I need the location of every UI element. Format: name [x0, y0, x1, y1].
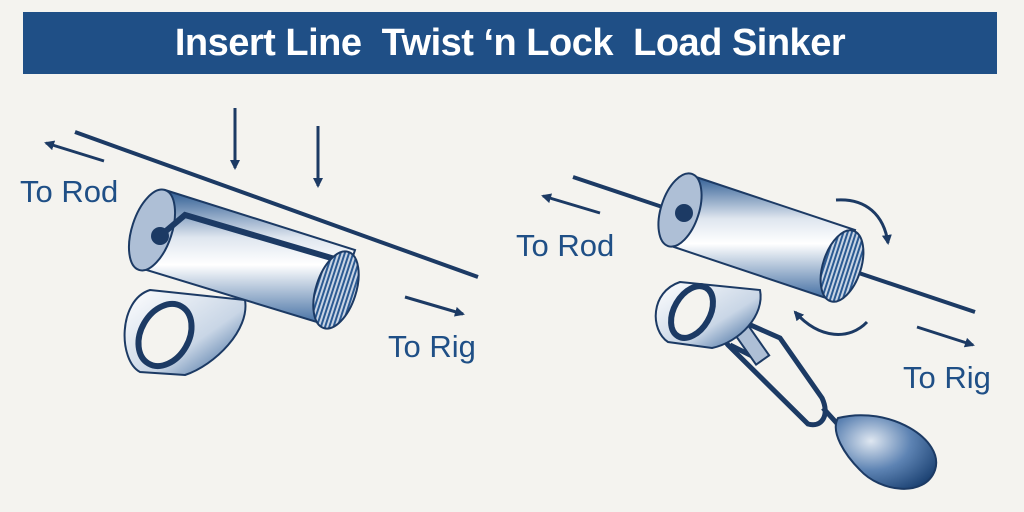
arrow-to-rod-icon [541, 193, 601, 215]
label-to-rod: To Rod [20, 174, 118, 209]
banner-title: Insert Line Twist ‘n Lock Load Sinker [174, 21, 846, 64]
label-to-rig: To Rig [388, 329, 476, 364]
arrow-to-rod-icon [44, 140, 105, 163]
twist-arrow-icon [835, 198, 892, 245]
arrow-to-rig-icon [916, 325, 975, 348]
left-panel-insert-line: To Rod To Rig [20, 108, 479, 377]
label-to-rig: To Rig [903, 360, 991, 395]
label-to-rod: To Rod [516, 228, 614, 263]
arrow-to-rig-icon [404, 295, 465, 317]
right-panel-twist-lock: To Rod To Rig [516, 172, 991, 490]
sinker-slide-icon [654, 172, 865, 350]
sinker-weight-icon [821, 406, 938, 490]
twist-arrow-icon [793, 310, 869, 336]
title-banner: Insert Line Twist ‘n Lock Load Sinker [23, 12, 997, 74]
sinker-slide-icon [123, 188, 360, 377]
fishing-line [74, 130, 479, 279]
